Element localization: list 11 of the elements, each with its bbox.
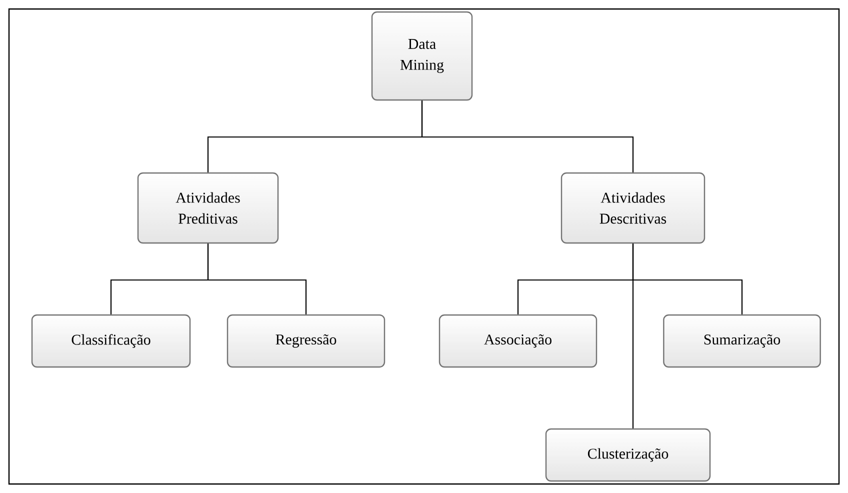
process-box: Atividades Preditivas (137, 172, 279, 244)
process-box: Data Mining (371, 11, 473, 101)
process-box: Regressão (226, 314, 386, 368)
process-box: Sumarização (663, 314, 821, 368)
process-box: Associação (438, 314, 598, 368)
connector-line (632, 244, 634, 428)
process-box: Clusterização (545, 428, 711, 482)
connector-line (207, 244, 307, 314)
process-box: Atividades Descritivas (560, 172, 706, 244)
process-box: Classificação (31, 314, 191, 368)
connector-line (421, 100, 634, 172)
